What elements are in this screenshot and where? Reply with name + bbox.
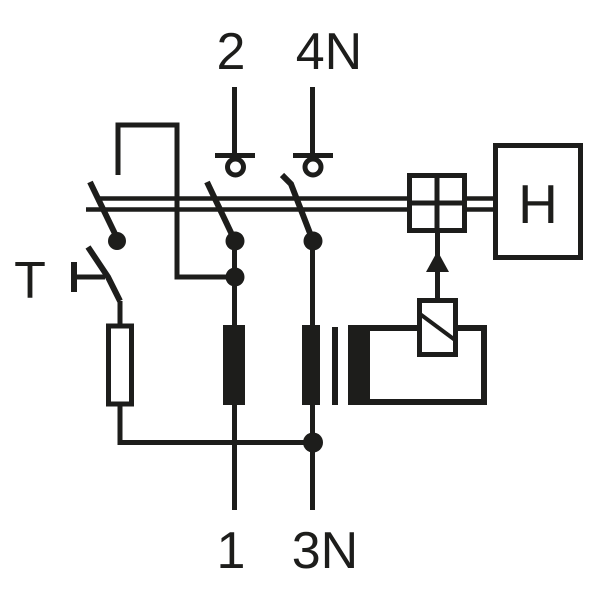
pole2-main-contact-icon <box>279 172 316 243</box>
terminal-label-3n: 3N <box>292 522 358 580</box>
test-resistor-icon <box>106 323 313 445</box>
sensing-transformer-icon <box>332 325 487 405</box>
trip-relay-icon <box>417 233 458 357</box>
pole2-contact-pivot-dot-icon <box>303 231 323 251</box>
terminal-label-4n: 4N <box>296 23 362 81</box>
junction-dots <box>108 231 323 453</box>
relay-housing <box>348 325 487 405</box>
terminal-label-2: 2 <box>217 23 246 81</box>
test-tap-junction-dot-icon <box>225 267 245 287</box>
pole1-main-contact-icon <box>204 180 238 243</box>
test-contact-pivot-dot-icon <box>108 232 126 250</box>
secondary-winding-icon <box>348 325 370 405</box>
handle-label: H <box>518 173 558 235</box>
test-return-junction-dot-icon <box>303 432 323 453</box>
pole2-conductor <box>302 87 320 510</box>
terminal-clamp-4n-icon <box>293 153 333 178</box>
pole1-contact-pivot-dot-icon <box>225 231 245 251</box>
handle-box-icon <box>493 143 583 260</box>
mechanism-linkage-bar-icon <box>86 196 494 212</box>
pole1-primary-winding-icon <box>223 325 245 405</box>
test-circuit-wire <box>115 122 235 280</box>
test-button-label: T <box>14 252 46 310</box>
transformer-core-icon <box>332 327 338 405</box>
pole1-conductor <box>223 87 245 510</box>
test-contact-icon <box>87 180 121 242</box>
trip-arrow-icon <box>426 251 449 272</box>
test-button-icon <box>71 245 123 330</box>
terminal-clamp-2-icon <box>215 153 255 178</box>
mechanism-box-icon <box>407 173 467 233</box>
pole2-primary-winding-icon <box>302 325 320 405</box>
terminal-label-1: 1 <box>217 522 246 580</box>
